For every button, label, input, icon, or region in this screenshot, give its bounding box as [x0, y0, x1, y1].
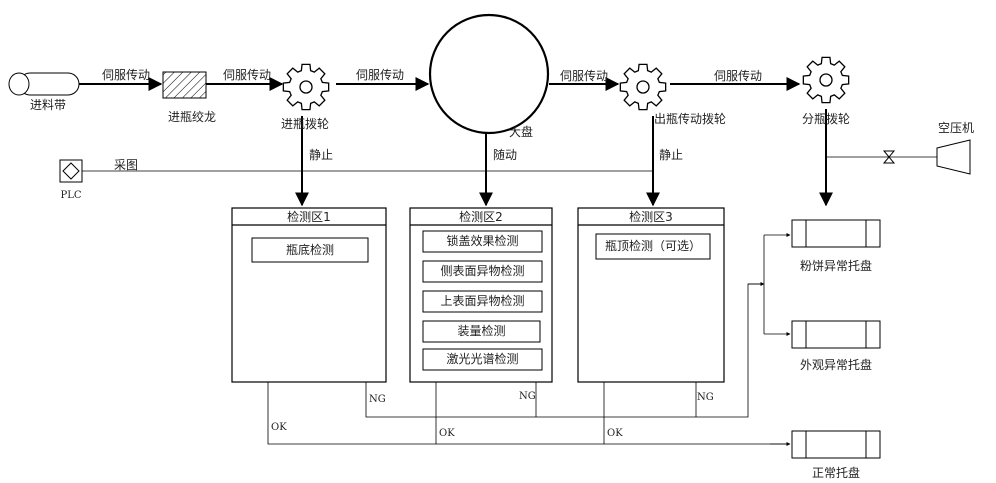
module-bottom-inspection: 瓶底检测 [285, 243, 334, 257]
follow-label: 随动 [493, 148, 518, 162]
infeed-starwheel-gear-icon [282, 63, 330, 111]
module-top-inspection-optional: 瓶顶检测（可选） [604, 239, 701, 253]
split-starwheel-label: 分瓶拨轮 [801, 112, 851, 126]
zone-title-3: 检测区3 [629, 210, 673, 224]
module-box [595, 233, 711, 260]
module-box [251, 237, 369, 263]
infeed-belt-icon [8, 72, 80, 96]
ng-label: NG [519, 391, 536, 402]
ok-label: OK [607, 428, 623, 439]
module-box [422, 260, 543, 283]
outfeed-starwheel-label: 出瓶传动拨轮 [653, 112, 727, 126]
compressor-icon [936, 139, 971, 175]
plc-icon [59, 159, 83, 183]
compressor-label: 空压机 [937, 121, 975, 135]
servo-label: 伺服传动 [222, 68, 272, 82]
servo-label: 伺服传动 [101, 68, 151, 82]
turntable-label: 大盘 [509, 125, 534, 139]
module-box [422, 348, 543, 371]
appearance-reject-tray-label: 外观异常托盘 [799, 358, 873, 372]
module-side-surface-inspection: 侧表面异物检测 [440, 264, 525, 278]
plc-label: PLC [60, 190, 82, 201]
module-box [422, 230, 543, 253]
ok-label: OK [439, 428, 455, 439]
static-label: 静止 [309, 148, 334, 162]
module-cap-lock-inspection: 锁盖效果检测 [446, 234, 519, 248]
zone-box-1 [231, 207, 387, 383]
servo-label: 伺服传动 [559, 69, 609, 83]
infeed-belt-label: 进料带 [29, 98, 67, 112]
tray-icon-appearance [791, 320, 881, 349]
ok-label: OK [271, 422, 287, 433]
servo-label: 伺服传动 [713, 69, 763, 83]
split-starwheel-gear-icon [802, 56, 850, 104]
zone-title-2: 检测区2 [459, 210, 503, 224]
valve-icon [882, 150, 896, 164]
infeed-screw-label: 进瓶绞龙 [167, 110, 217, 124]
tray-icon-normal [791, 430, 881, 459]
turntable-circle [428, 13, 550, 135]
powder-reject-tray-label: 粉饼异常托盘 [799, 259, 873, 273]
normal-tray-label: 正常托盘 [811, 466, 861, 480]
servo-label: 伺服传动 [355, 68, 405, 82]
module-box [422, 290, 543, 313]
module-fill-level-inspection: 装量检测 [457, 324, 506, 338]
capture-label: 采图 [114, 158, 139, 172]
ng-label: NG [697, 392, 714, 403]
outfeed-starwheel-gear-icon [619, 63, 667, 111]
tray-icon-powder [791, 219, 881, 248]
module-laser-spectrum-inspection: 激光光谱检测 [446, 352, 519, 366]
static-label: 静止 [659, 148, 684, 162]
ng-label: NG [369, 394, 386, 405]
module-top-surface-inspection: 上表面异物检测 [440, 294, 525, 308]
infeed-starwheel-label: 进瓶拨轮 [280, 117, 330, 131]
module-box [422, 320, 541, 343]
infeed-screw-icon [162, 71, 207, 99]
zone-title-1: 检测区1 [287, 210, 331, 224]
